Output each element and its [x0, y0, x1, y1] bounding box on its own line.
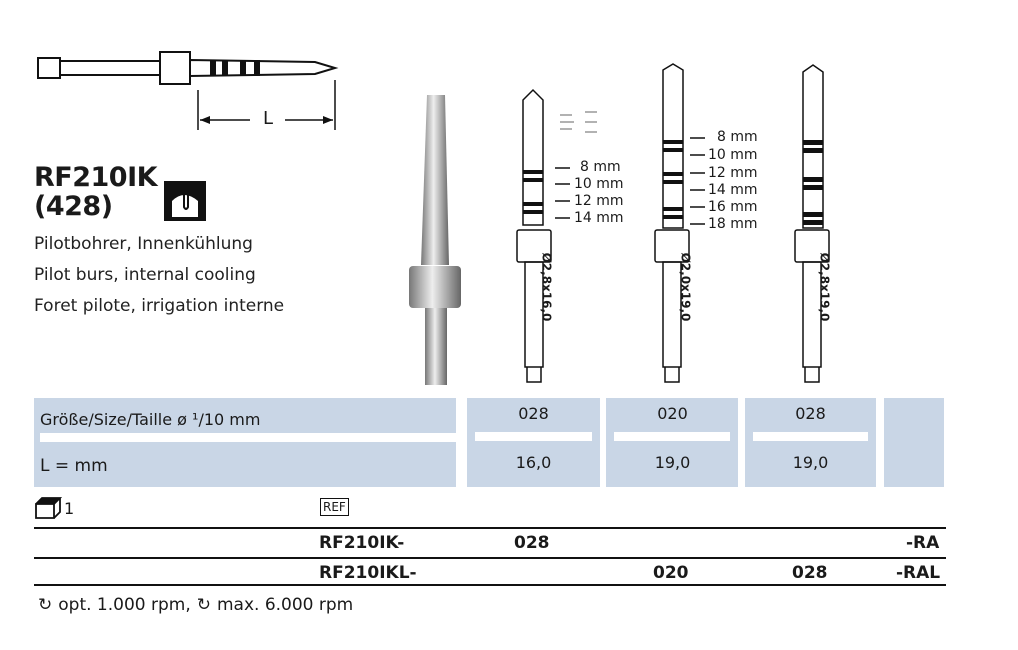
drill-3-shank-label: Ø2,8x19,0: [817, 252, 832, 322]
depth-mark: 10 mm: [574, 176, 624, 192]
depth-mark: 8 mm: [717, 129, 758, 145]
depth-mark: 12 mm: [574, 193, 624, 209]
ref-symbol: REF: [320, 498, 349, 516]
table-column: [467, 398, 600, 487]
optimal-speed: opt. 1.000 rpm,: [58, 595, 191, 615]
speed-info: ↻opt. 1.000 rpm, ↻max. 6.000 rpm: [38, 595, 353, 615]
table-column: [745, 398, 876, 487]
description-fr: Foret pilote, irrigation interne: [34, 296, 285, 316]
depth-mark: 14 mm: [708, 182, 758, 198]
table-label-cell: [34, 398, 456, 487]
depth-mark: 16 mm: [708, 199, 758, 215]
rotation-icon: ↻: [38, 595, 53, 615]
package-icon: [35, 497, 62, 519]
max-speed: max. 6.000 rpm: [216, 595, 354, 615]
size-value: 020: [657, 404, 688, 423]
internal-cooling-icon: [164, 181, 206, 221]
length-value: 16,0: [515, 453, 552, 472]
drill-1-shank-label: Ø2,8x16,0: [539, 252, 554, 322]
table-column: [606, 398, 738, 487]
rotation-icon: ↻: [196, 595, 211, 615]
order-value: 028: [514, 533, 550, 553]
drill-length-diagram: [37, 51, 339, 130]
length-row-label: L = mm: [40, 456, 108, 476]
size-value: 028: [795, 404, 826, 423]
order-suffix: -RAL: [896, 563, 941, 583]
table-empty-column: [884, 398, 944, 487]
order-suffix: -RA: [906, 533, 940, 553]
order-code: RF210IK-: [319, 533, 405, 553]
drill-photo: [409, 95, 461, 385]
depth-mark: 14 mm: [574, 210, 624, 226]
depth-mark: 18 mm: [708, 216, 758, 232]
drill-2-shank-label: Ø2,0x19,0: [678, 252, 693, 322]
description-de: Pilotbohrer, Innenkühlung: [34, 234, 253, 254]
drill-drawings: [516, 63, 830, 383]
product-code: RF210IK(428): [34, 162, 158, 222]
length-label: L: [263, 108, 274, 129]
length-value: 19,0: [792, 453, 829, 472]
order-value: 028: [792, 563, 828, 583]
size-label: Größe/Size/Taille ø ¹/10 mm: [40, 410, 261, 429]
order-value: 020: [653, 563, 689, 583]
size-value: 028: [518, 404, 549, 423]
package-quantity: 1: [64, 499, 75, 518]
description-en: Pilot burs, internal cooling: [34, 265, 256, 285]
order-code: RF210IKL-: [319, 563, 417, 583]
depth-mark: 10 mm: [708, 147, 758, 163]
depth-mark: 8 mm: [580, 159, 621, 175]
depth-mark: 12 mm: [708, 165, 758, 181]
length-value: 19,0: [654, 453, 691, 472]
